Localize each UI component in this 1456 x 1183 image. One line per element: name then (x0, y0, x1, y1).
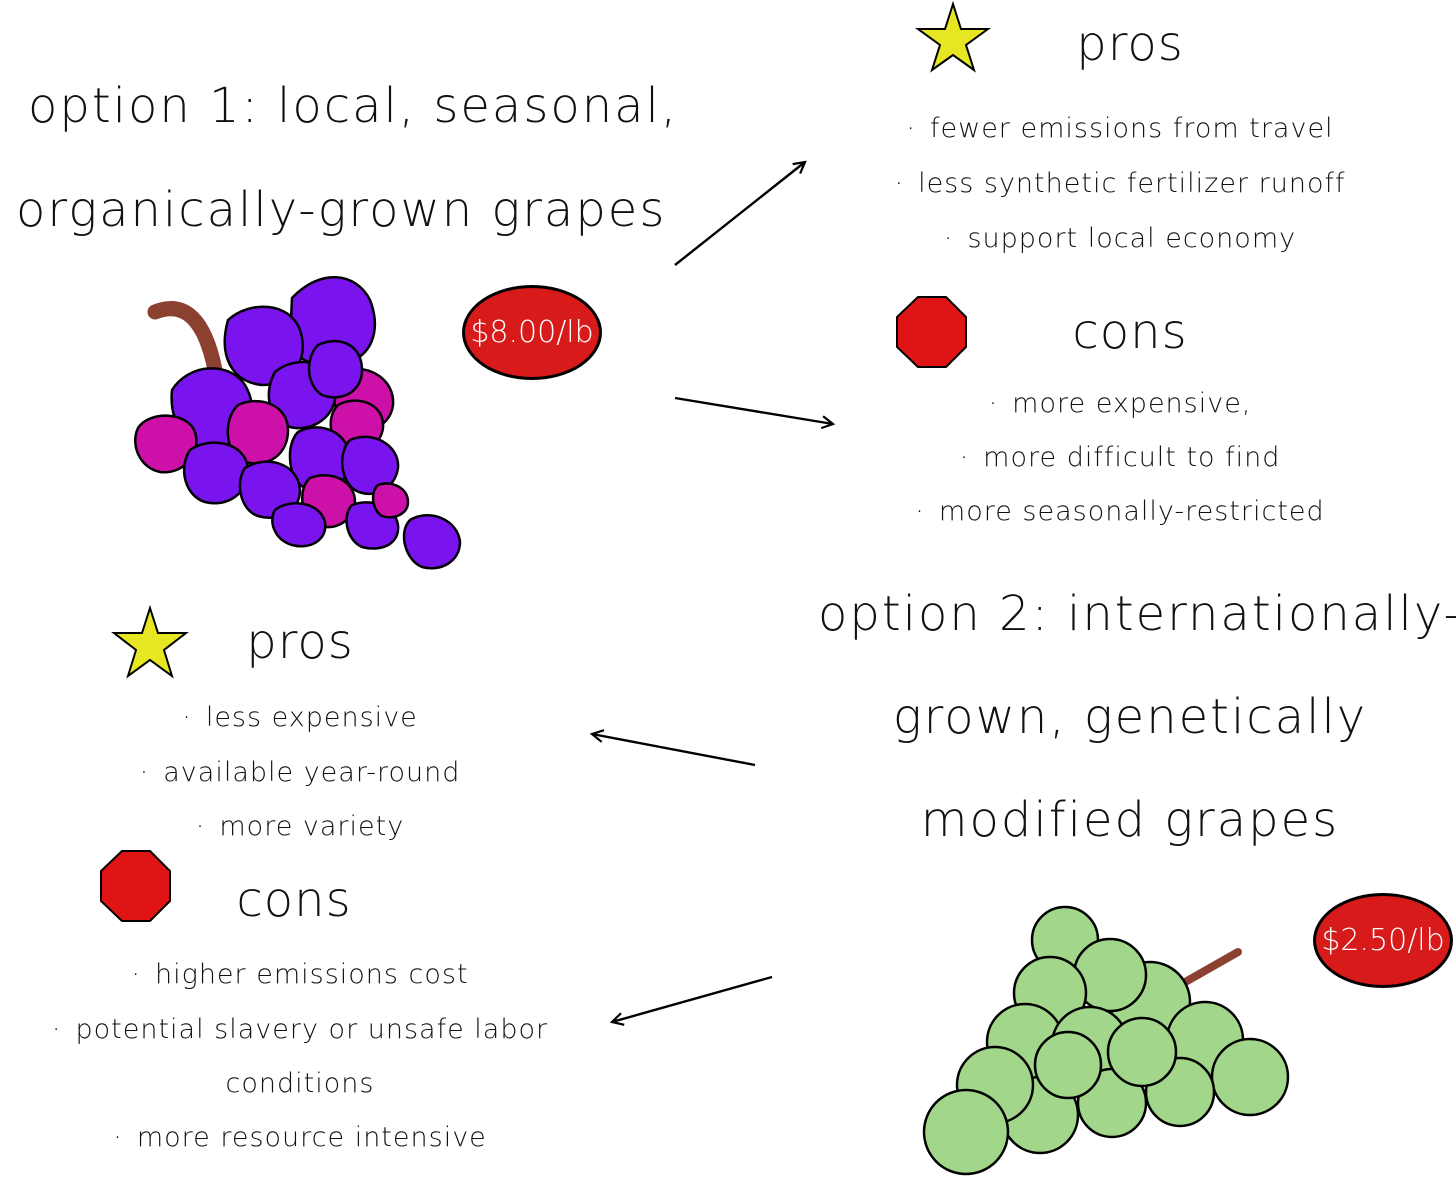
option1-pros-heading: pros (1076, 16, 1184, 72)
option1-title-line2: organically-grown grapes (16, 182, 667, 238)
option2-pros-heading: pros (246, 614, 354, 670)
star-icon (914, 0, 992, 73)
option1-cons-item: more expensive, (880, 390, 1360, 417)
option2-title-line3: modified grapes (920, 792, 1340, 848)
option2-pros-item: less expensive (60, 704, 540, 731)
option2-cons-item: potential slavery or unsafe labor (40, 1016, 560, 1043)
arrow-to-option2-pros (592, 734, 756, 767)
stop-octagon-icon (100, 850, 171, 922)
arrow-to-option1-cons (674, 396, 833, 424)
option2-cons-item: more resource intensive (40, 1124, 560, 1151)
option1-cons-heading: cons (1072, 304, 1188, 360)
option1-pros-item: fewer emissions from travel (880, 115, 1360, 142)
option2-cons-heading: cons (236, 872, 352, 928)
option2-title-line2: grown, genetically (892, 689, 1368, 745)
option2-cons-item: conditions (225, 1068, 375, 1099)
stop-octagon-icon (896, 296, 967, 368)
option2-cons-item: higher emissions cost (40, 961, 560, 988)
option1-pros-item: less synthetic fertilizer runoff (880, 170, 1360, 197)
option1-pros-item: support local economy (880, 225, 1360, 252)
option1-cons-item: more seasonally-restricted (880, 498, 1360, 525)
arrow-to-option2-cons (612, 975, 773, 1022)
green-grapes-icon (922, 905, 1290, 1176)
option2-pros-item: more variety (60, 813, 540, 840)
option1-price-badge: $8.00/lb (462, 285, 602, 380)
purple-grapes-icon (133, 275, 462, 570)
option1-title-line1: option 1: local, seasonal, (28, 78, 679, 134)
arrow-to-option1-pros (674, 162, 805, 266)
option2-title-line1: option 2: internationally- (818, 586, 1456, 642)
star-icon (111, 604, 189, 679)
option1-cons-item: more difficult to find (880, 444, 1360, 471)
option2-pros-item: available year-round (60, 759, 540, 786)
option2-price-badge: $2.50/lb (1313, 893, 1453, 988)
